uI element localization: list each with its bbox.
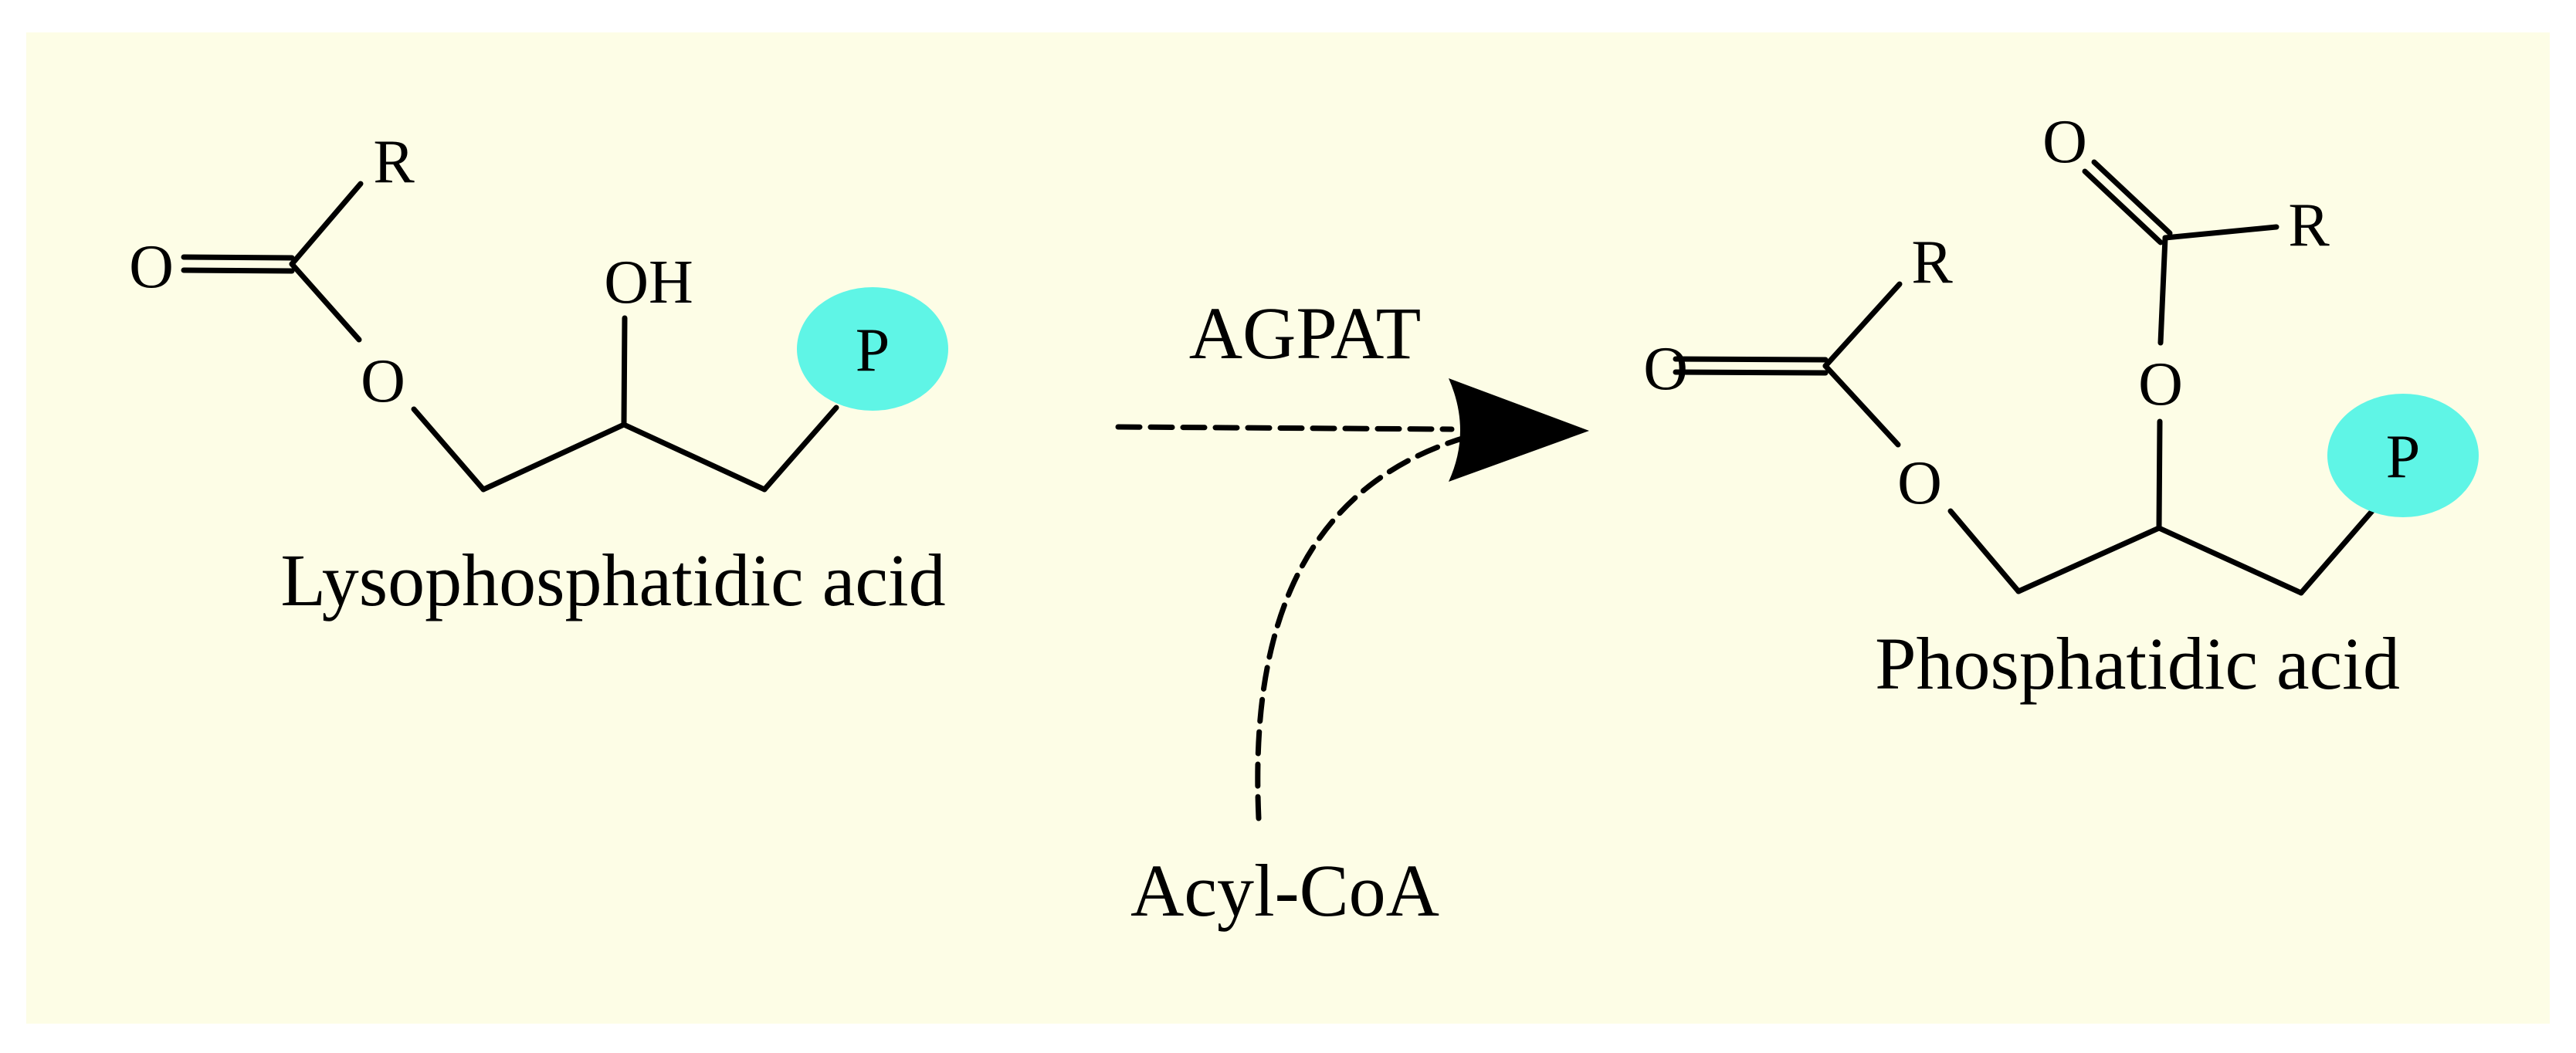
product-c2-r2-bond <box>2162 224 2279 241</box>
reactant-ch2-p-bond <box>761 405 839 493</box>
main-arrow-head <box>1449 378 1589 482</box>
cosubstrate-label: Acyl-CoA <box>1130 849 1439 932</box>
product-c1-r1-bond <box>1822 281 1903 369</box>
product-phosphate-label: P <box>2386 423 2421 491</box>
product-o2-c2-bond <box>2157 235 2168 346</box>
reactant-phosphate-circle <box>797 287 948 411</box>
reactant-backbone-bond-2 <box>621 422 768 493</box>
reactant-hydroxyl-label: OH <box>604 249 693 317</box>
product-molecule: O R O O R O P Phosphatidic acid <box>1643 108 2479 705</box>
product-ester-o-2-label: O <box>2138 350 2183 418</box>
reactant-c-o-bond <box>289 261 362 343</box>
product-backbone-bond-2 <box>2156 525 2304 596</box>
reactant-backbone-bond-1 <box>480 422 627 493</box>
product-carbonyl-2-double-bond-a <box>2091 159 2173 236</box>
reactant-o-ch2-bond <box>411 406 486 493</box>
product-carbonyl-1-double-bond-a <box>1673 356 1829 363</box>
product-carbonyl-o-2-label: O <box>2042 108 2087 176</box>
reactant-c-oh-bond <box>621 315 628 428</box>
reactant-name: Lysophosphatidic acid <box>280 539 945 621</box>
product-carbonyl-2-double-bond-b <box>2082 168 2164 245</box>
main-arrow-shaft <box>1115 424 1455 432</box>
enzyme-label: AGPAT <box>1189 292 1422 374</box>
reactant-ester-o-label: O <box>361 347 405 415</box>
product-phosphate-circle <box>2327 394 2479 517</box>
product-r-1-label: R <box>1911 229 1953 296</box>
product-carbonyl-o-1-label: O <box>1643 335 1688 403</box>
reactant-carbonyl-double-bond-a <box>181 254 295 261</box>
product-carbonyl-1-double-bond-b <box>1673 369 1829 376</box>
reactant-carbonyl-double-bond-b <box>181 267 295 274</box>
product-backbone-bond-1 <box>2015 525 2162 594</box>
acyl-coa-curved-arrow <box>1255 434 1470 821</box>
product-c-o2-bond <box>2156 418 2163 531</box>
reactant-molecule: O R O OH P Lysophosphatidic acid <box>129 128 948 621</box>
reactant-r-label: R <box>373 128 415 196</box>
product-ch2-p-bond <box>2298 508 2375 596</box>
product-o1-ch2-bond <box>1947 508 2022 594</box>
reaction-arrow-group: AGPAT Acyl-CoA <box>1115 292 1589 932</box>
product-ester-o-1-label: O <box>1897 449 1942 517</box>
product-c1-o1-bond <box>1822 363 1901 448</box>
reactant-phosphate-label: P <box>856 317 890 384</box>
product-name: Phosphatidic acid <box>1875 622 2400 705</box>
reactant-c-r-bond <box>289 181 364 267</box>
reactant-carbonyl-o-label: O <box>129 233 174 301</box>
product-r-2-label: R <box>2288 191 2330 259</box>
